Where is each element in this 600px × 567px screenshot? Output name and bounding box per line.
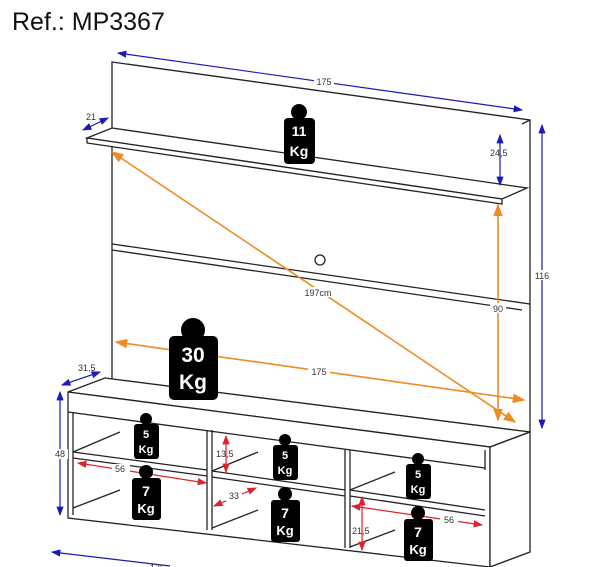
dim-top-width: 175 xyxy=(316,77,331,87)
dim-diagonal: 197cm xyxy=(304,288,331,298)
svg-text:11: 11 xyxy=(292,123,307,139)
svg-text:Kg: Kg xyxy=(290,143,309,159)
svg-text:30: 30 xyxy=(181,344,204,367)
dim-shelf-height: 24,5 xyxy=(490,148,508,158)
svg-text:Kg: Kg xyxy=(278,465,293,477)
svg-text:Kg: Kg xyxy=(179,371,207,394)
svg-text:5: 5 xyxy=(415,469,421,481)
weight-icon-30kg: 30 Kg xyxy=(169,318,218,400)
dim-panel-height: 116 xyxy=(535,271,549,281)
dim-shelf-depth: 21 xyxy=(86,112,96,122)
dim-bottom-width: 175 xyxy=(150,563,165,567)
svg-text:7: 7 xyxy=(414,524,422,540)
svg-text:7: 7 xyxy=(281,505,289,521)
dim-base-height: 48 xyxy=(55,449,65,459)
weight-icon-5kg: 5 Kg xyxy=(273,434,298,480)
weight-icon-7kg: 7 Kg xyxy=(132,465,161,520)
weight-icon-5kg: 5 Kg xyxy=(134,413,159,459)
weight-icon-11kg: 11 Kg xyxy=(284,104,315,164)
dim-niche-height: 13,5 xyxy=(216,449,234,459)
svg-text:5: 5 xyxy=(282,450,288,462)
svg-text:Kg: Kg xyxy=(276,523,293,538)
weight-icon-5kg: 5 Kg xyxy=(406,453,431,499)
svg-text:Kg: Kg xyxy=(137,501,154,516)
dim-niche-depth: 33 xyxy=(229,491,239,501)
svg-text:Kg: Kg xyxy=(411,484,426,496)
svg-text:Kg: Kg xyxy=(139,444,154,456)
dim-tv-height: 90 xyxy=(493,304,503,314)
dim-base-depth: 31,5 xyxy=(78,363,96,373)
dim-niche-width-left: 56 xyxy=(115,464,125,474)
weight-icon-7kg: 7 Kg xyxy=(271,487,300,542)
reference-title: Ref.: MP3367 xyxy=(12,8,165,36)
weight-icon-7kg: 7 Kg xyxy=(404,506,433,561)
dim-niche-width-right: 56 xyxy=(444,515,454,525)
svg-text:Kg: Kg xyxy=(409,542,426,557)
svg-text:5: 5 xyxy=(143,429,149,441)
svg-text:7: 7 xyxy=(142,483,150,499)
dim-tv-width: 175 xyxy=(311,367,326,377)
dim-lower-height: 21,5 xyxy=(352,526,370,536)
